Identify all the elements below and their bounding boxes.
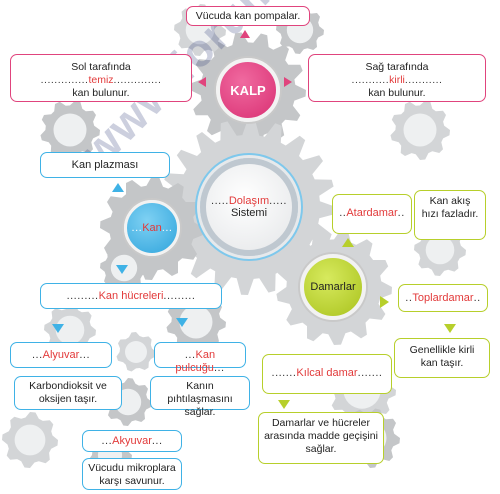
- center-answer: Dolaşım: [228, 195, 270, 207]
- vessels-node: Damarlar: [300, 254, 366, 320]
- blood-node: ...Kan...: [124, 200, 180, 256]
- gear-hub: [179, 305, 213, 339]
- heart-right-box: Sağ tarafında ...........kirli..........…: [308, 54, 486, 102]
- up-arrow-icon: [240, 30, 250, 38]
- circulatory-system-node: .....Dolaşım..... Sistemi: [200, 158, 298, 256]
- vein-desc: Genellikle kirli kan taşır.: [409, 344, 475, 369]
- vein-desc-box: Genellikle kirli kan taşır.: [394, 338, 490, 378]
- gear-hub: [425, 235, 455, 265]
- vessels-label: Damarlar: [310, 281, 356, 293]
- capillary-desc-box: Damarlar ve hücreler arasında madde geçi…: [258, 412, 384, 464]
- artery-answer: Atardamar: [346, 207, 398, 219]
- capillary-answer: Kılcal damar: [296, 367, 358, 379]
- down-arrow-icon: [116, 265, 128, 274]
- heart-right-answer: kirli: [389, 74, 405, 86]
- heart-label: KALP: [230, 82, 266, 98]
- blood-cells-answer: Kan hücreleri: [98, 290, 164, 302]
- heart-left-line1: Sol tarafında: [71, 61, 131, 73]
- gear-hub: [403, 113, 437, 147]
- white-cells-answer: Akyuvar: [112, 435, 152, 447]
- down-arrow-icon: [52, 324, 64, 333]
- artery-box: ..Atardamar..: [332, 194, 412, 234]
- vein-box: ..Toplardamar..: [398, 284, 488, 312]
- platelets-desc: Kanın pıhtılaşmasını sağlar.: [167, 380, 233, 418]
- left-arrow-icon: [198, 77, 206, 87]
- heart-left-box: Sol tarafında ..............temiz.......…: [10, 54, 192, 102]
- platelets-desc-box: Kanın pıhtılaşmasını sağlar.: [150, 376, 250, 418]
- right-arrow-icon: [380, 296, 389, 308]
- gear-hub: [53, 113, 87, 147]
- platelets-answer: Kan pulcuğu: [175, 349, 216, 374]
- gear-hub: [55, 315, 85, 345]
- platelets-box: ...Kan pulcuğu...: [154, 342, 246, 374]
- capillary-box: .......Kılcal damar.......: [262, 354, 392, 394]
- heart-function-box: Vücuda kan pompalar.: [186, 6, 310, 26]
- red-cells-box: ...Alyuvar...: [10, 342, 112, 368]
- red-cells-desc-box: Karbondioksit ve oksijen taşır.: [14, 376, 122, 410]
- plasma-text: Kan plazması: [71, 159, 139, 171]
- down-arrow-icon: [444, 324, 456, 333]
- center-line2: Sistemi: [230, 207, 268, 219]
- up-arrow-icon: [342, 238, 354, 247]
- heart-right-line2: kan bulunur.: [368, 87, 426, 99]
- up-arrow-icon: [112, 183, 124, 192]
- heart-left-answer: temiz: [88, 74, 114, 86]
- down-arrow-icon: [278, 400, 290, 409]
- artery-desc-box: Kan akış hızı fazladır.: [414, 190, 486, 240]
- gear-hub: [14, 424, 46, 456]
- right-arrow-icon: [284, 77, 292, 87]
- gear-hub: [125, 341, 147, 363]
- heart-left-line2: kan bulunur.: [72, 87, 130, 99]
- red-cells-desc: Karbondioksit ve oksijen taşır.: [29, 380, 107, 405]
- white-cells-desc-box: Vücudu mikroplara karşı savunur.: [82, 458, 182, 490]
- heart-node: KALP: [216, 58, 280, 122]
- blood-cells-box: .........Kan hücreleri.........: [40, 283, 222, 309]
- heart-right-line1: Sağ tarafında: [365, 61, 429, 73]
- white-cells-desc: Vücudu mikroplara karşı savunur.: [88, 462, 176, 487]
- capillary-desc: Damarlar ve hücreler arasında madde geçi…: [264, 417, 378, 455]
- red-cells-answer: Alyuvar: [42, 349, 80, 361]
- white-cells-box: ...Akyuvar...: [82, 430, 182, 452]
- heart-function-text: Vücuda kan pompalar.: [195, 10, 301, 22]
- down-arrow-icon: [176, 318, 188, 327]
- blood-answer: Kan: [142, 222, 162, 234]
- artery-desc: Kan akış hızı fazladır.: [421, 195, 479, 220]
- vein-answer: Toplardamar: [412, 292, 474, 304]
- plasma-box: Kan plazması: [40, 152, 170, 178]
